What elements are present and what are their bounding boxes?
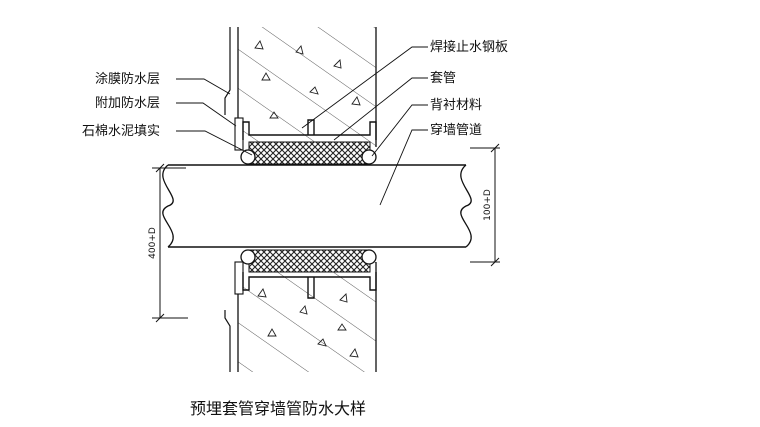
- label-asbestos-cement: 石棉水泥填实: [82, 124, 160, 139]
- label-extra-layer: 附加防水层: [95, 95, 160, 111]
- leader-lines: [176, 46, 428, 206]
- dimension-right: 100+D: [483, 189, 493, 221]
- label-coating-layer: 涂膜防水层: [95, 71, 160, 87]
- diagram-title: 预埋套管穿墙管防水大样: [190, 399, 366, 418]
- concrete-wall: [237, 27, 377, 372]
- dimension-left: 400+D: [148, 227, 158, 259]
- coating-layer: [224, 27, 231, 372]
- label-through-pipe: 穿墙管道: [430, 122, 482, 138]
- through-wall-pipe: [162, 164, 472, 248]
- filler-material: [248, 141, 371, 273]
- label-water-stop-plate: 焊接止水钢板: [430, 39, 508, 55]
- label-sleeve: 套管: [430, 70, 456, 86]
- backing-rods: [240, 149, 377, 265]
- label-backing: 背衬材料: [430, 98, 482, 113]
- dimension-lines: [152, 143, 500, 323]
- steel-sleeve: [242, 119, 377, 299]
